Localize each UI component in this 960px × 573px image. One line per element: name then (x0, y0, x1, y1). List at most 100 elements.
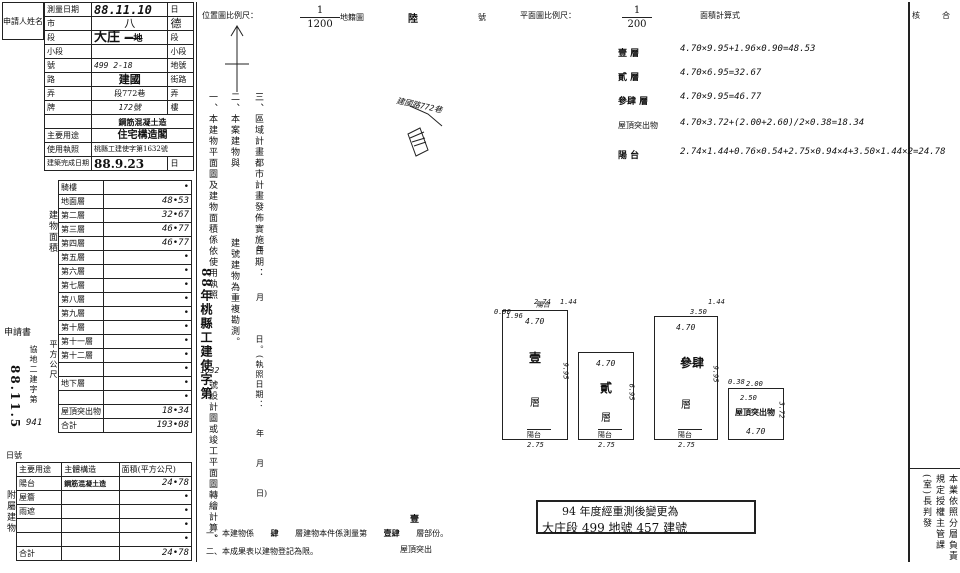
map-value: 陸 (408, 14, 418, 25)
floor-row: 地下層• (58, 376, 192, 391)
aux-struct (61, 532, 120, 547)
footer-1a: 一、本建物係 (206, 529, 254, 538)
plan-height: 6.95 (627, 383, 636, 401)
calc-formula: 4.70×9.95=46.77 (680, 92, 762, 102)
stamp-line-1: 94 年度經重測後變更為 (562, 505, 679, 518)
position-scale-num: 1 (316, 5, 324, 16)
aux-row: 屋簷 • (15, 490, 193, 505)
lot-label: 號 (44, 58, 92, 73)
floor-name: 第八層 (58, 292, 104, 307)
plan-scale-label: 平面圖比例尺： (520, 11, 576, 20)
note-3b: 年 (256, 245, 264, 254)
aux-row: • (15, 518, 193, 533)
floor-area: • (103, 376, 192, 391)
calc-formula: 4.70×6.95=32.67 (680, 68, 762, 78)
plan-dim: 2.74 (534, 298, 551, 306)
plan-width: 4.70 (525, 317, 545, 326)
floor-name: 第五層 (58, 250, 104, 265)
stamp-line-2: 大庄段 499 地號 457 建號 (542, 521, 688, 535)
plan-height: 3.72 (777, 401, 786, 419)
plan-height: 9.95 (711, 365, 720, 383)
plan-sub: 層 (681, 400, 691, 412)
aux-area: 24•78 (118, 546, 193, 561)
map-suffix: 號 (478, 13, 486, 22)
floor-row: 第九層• (58, 306, 192, 321)
plan-height: 9.95 (561, 362, 570, 380)
floor-row: 第十一層• (58, 334, 192, 349)
lane-label: 弄 (44, 86, 92, 101)
license-label: 使用執照 (44, 142, 92, 157)
note-1b: 88年桃縣工建使字第 (199, 268, 213, 401)
footer-1e: 層部份。 (416, 529, 449, 538)
build-side-label: 建物面積 (47, 210, 57, 254)
section-value: 大庄 (94, 30, 121, 45)
aux-area: • (118, 532, 193, 547)
calc-formula: 4.70×9.95+1.96×0.90=48.53 (680, 44, 816, 54)
applicant-label: 申請人姓名 (3, 16, 43, 26)
plan-width: 4.70 (596, 359, 616, 368)
lot-suffix: 地號 (167, 58, 194, 73)
applicant-cell: 申請人姓名 (2, 2, 44, 40)
aux-struct (61, 518, 120, 533)
floor-row: • (58, 390, 192, 405)
floor-name: 第四層 (58, 236, 104, 251)
plan-sub: 層 (601, 412, 611, 424)
location-sketch (407, 105, 443, 157)
note-3e: 年 (256, 429, 264, 438)
license-value: 桃縣工建使字第1632號 (91, 142, 194, 157)
app-number: 941 (26, 418, 43, 428)
floor-area: • (103, 292, 192, 307)
plan-name: 屋頂突出物 (735, 407, 775, 417)
road-suffix: 街路 (167, 72, 194, 87)
aux-area: • (118, 518, 193, 533)
plan-balcony-width: 2.75 (678, 441, 695, 449)
footer-3: 壹 (410, 515, 420, 525)
note-1c: 1632 (200, 366, 220, 375)
survey-date-value: 88.11.10 (90, 2, 169, 17)
footer-line-1: 一、本建物係 肆 層建物本件係測量第 壹肆 層部份。 (206, 528, 448, 539)
township2: 德 (167, 16, 194, 31)
main-use-label: 主要用途 (44, 128, 92, 143)
lane-value: 段772巷 (90, 86, 169, 101)
lot-value: 499 2-18 (90, 58, 169, 73)
map-label: 地籍圖 (340, 13, 364, 22)
right-side-text: 本業依照分層負責規定授權主管課(室)長判發 (921, 474, 957, 562)
floor-area: • (103, 334, 192, 349)
plan-dim: 1.96 (506, 312, 523, 320)
main-use-value: 住宅構造閣 (91, 128, 194, 143)
floor-area: • (103, 362, 192, 377)
note-3d: 日。(執照日期： (255, 335, 264, 411)
road-value: 建國 (90, 72, 169, 87)
township: 八 (90, 16, 169, 31)
floor-row: 第七層• (58, 278, 192, 293)
aux-use: 屋簷 (15, 490, 63, 505)
floor-name: 騎樓 (58, 180, 104, 195)
aux-use: 雨遮 (15, 504, 63, 519)
plan-width: 4.70 (676, 323, 696, 332)
floor-area: 46•77 (103, 236, 192, 251)
completion-suffix: 日 (167, 156, 194, 171)
plan-balcony-width: 2.75 (598, 441, 615, 449)
aux-header-area: 面積(平方公尺) (118, 462, 193, 477)
app-date: 88.11.5 (8, 365, 22, 430)
aux-use: 陽台 (15, 476, 63, 491)
aux-row: • (15, 532, 193, 547)
floor-area: • (103, 390, 192, 405)
calc-formula: 2.74×1.44+0.76×0.54+2.75×0.94×4+3.50×1.4… (680, 147, 946, 157)
aux-use (15, 532, 63, 547)
floor-name: 地下層 (58, 376, 104, 391)
aux-header-struct: 主體構造 (61, 462, 120, 477)
floor-area: 193•08 (103, 418, 192, 433)
survey-date-label: 測量日期 (44, 2, 92, 17)
aux-use (15, 518, 63, 533)
floor-area: • (103, 264, 192, 279)
aux-header-use: 主要用途 (15, 462, 63, 477)
aux-area: • (118, 490, 193, 505)
